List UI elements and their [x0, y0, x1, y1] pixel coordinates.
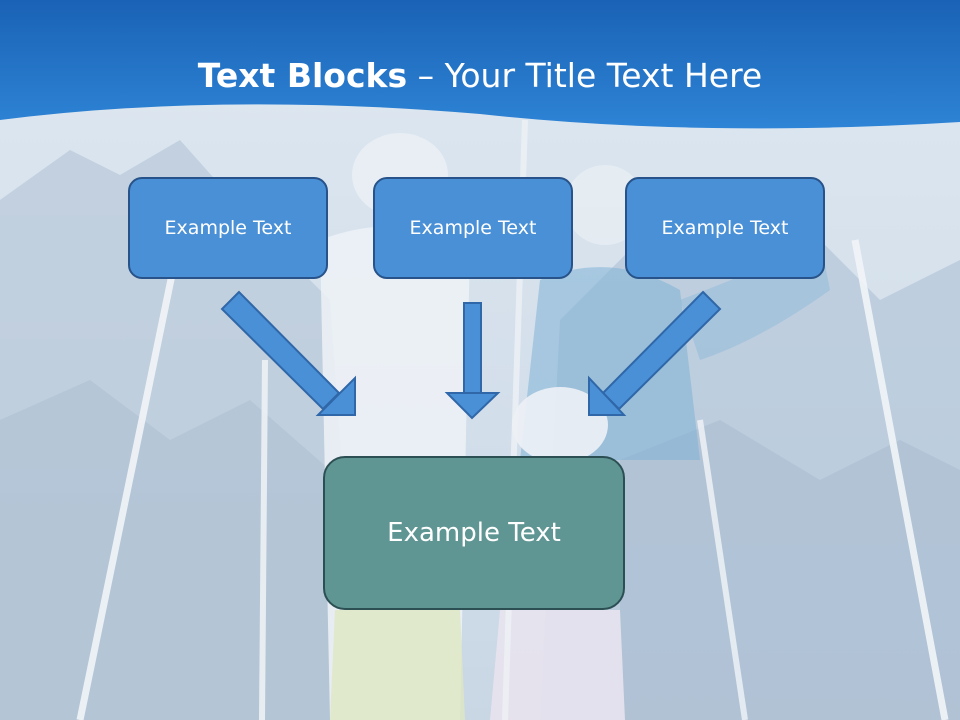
- text-block-1-label: Example Text: [164, 217, 292, 239]
- arrow-right: [588, 290, 722, 416]
- target-block[interactable]: Example Text: [323, 456, 625, 610]
- arrow-middle: [444, 302, 501, 420]
- arrow-left: [220, 290, 356, 416]
- text-block-2[interactable]: Example Text: [373, 177, 573, 279]
- slide-title: Text Blocks – Your Title Text Here: [0, 54, 960, 98]
- text-block-2-label: Example Text: [409, 217, 537, 239]
- text-block-1[interactable]: Example Text: [128, 177, 328, 279]
- target-block-label: Example Text: [387, 518, 561, 548]
- title-rest: – Your Title Text Here: [407, 56, 763, 95]
- title-bold: Text Blocks: [197, 56, 408, 95]
- text-block-3[interactable]: Example Text: [625, 177, 825, 279]
- text-block-3-label: Example Text: [661, 217, 789, 239]
